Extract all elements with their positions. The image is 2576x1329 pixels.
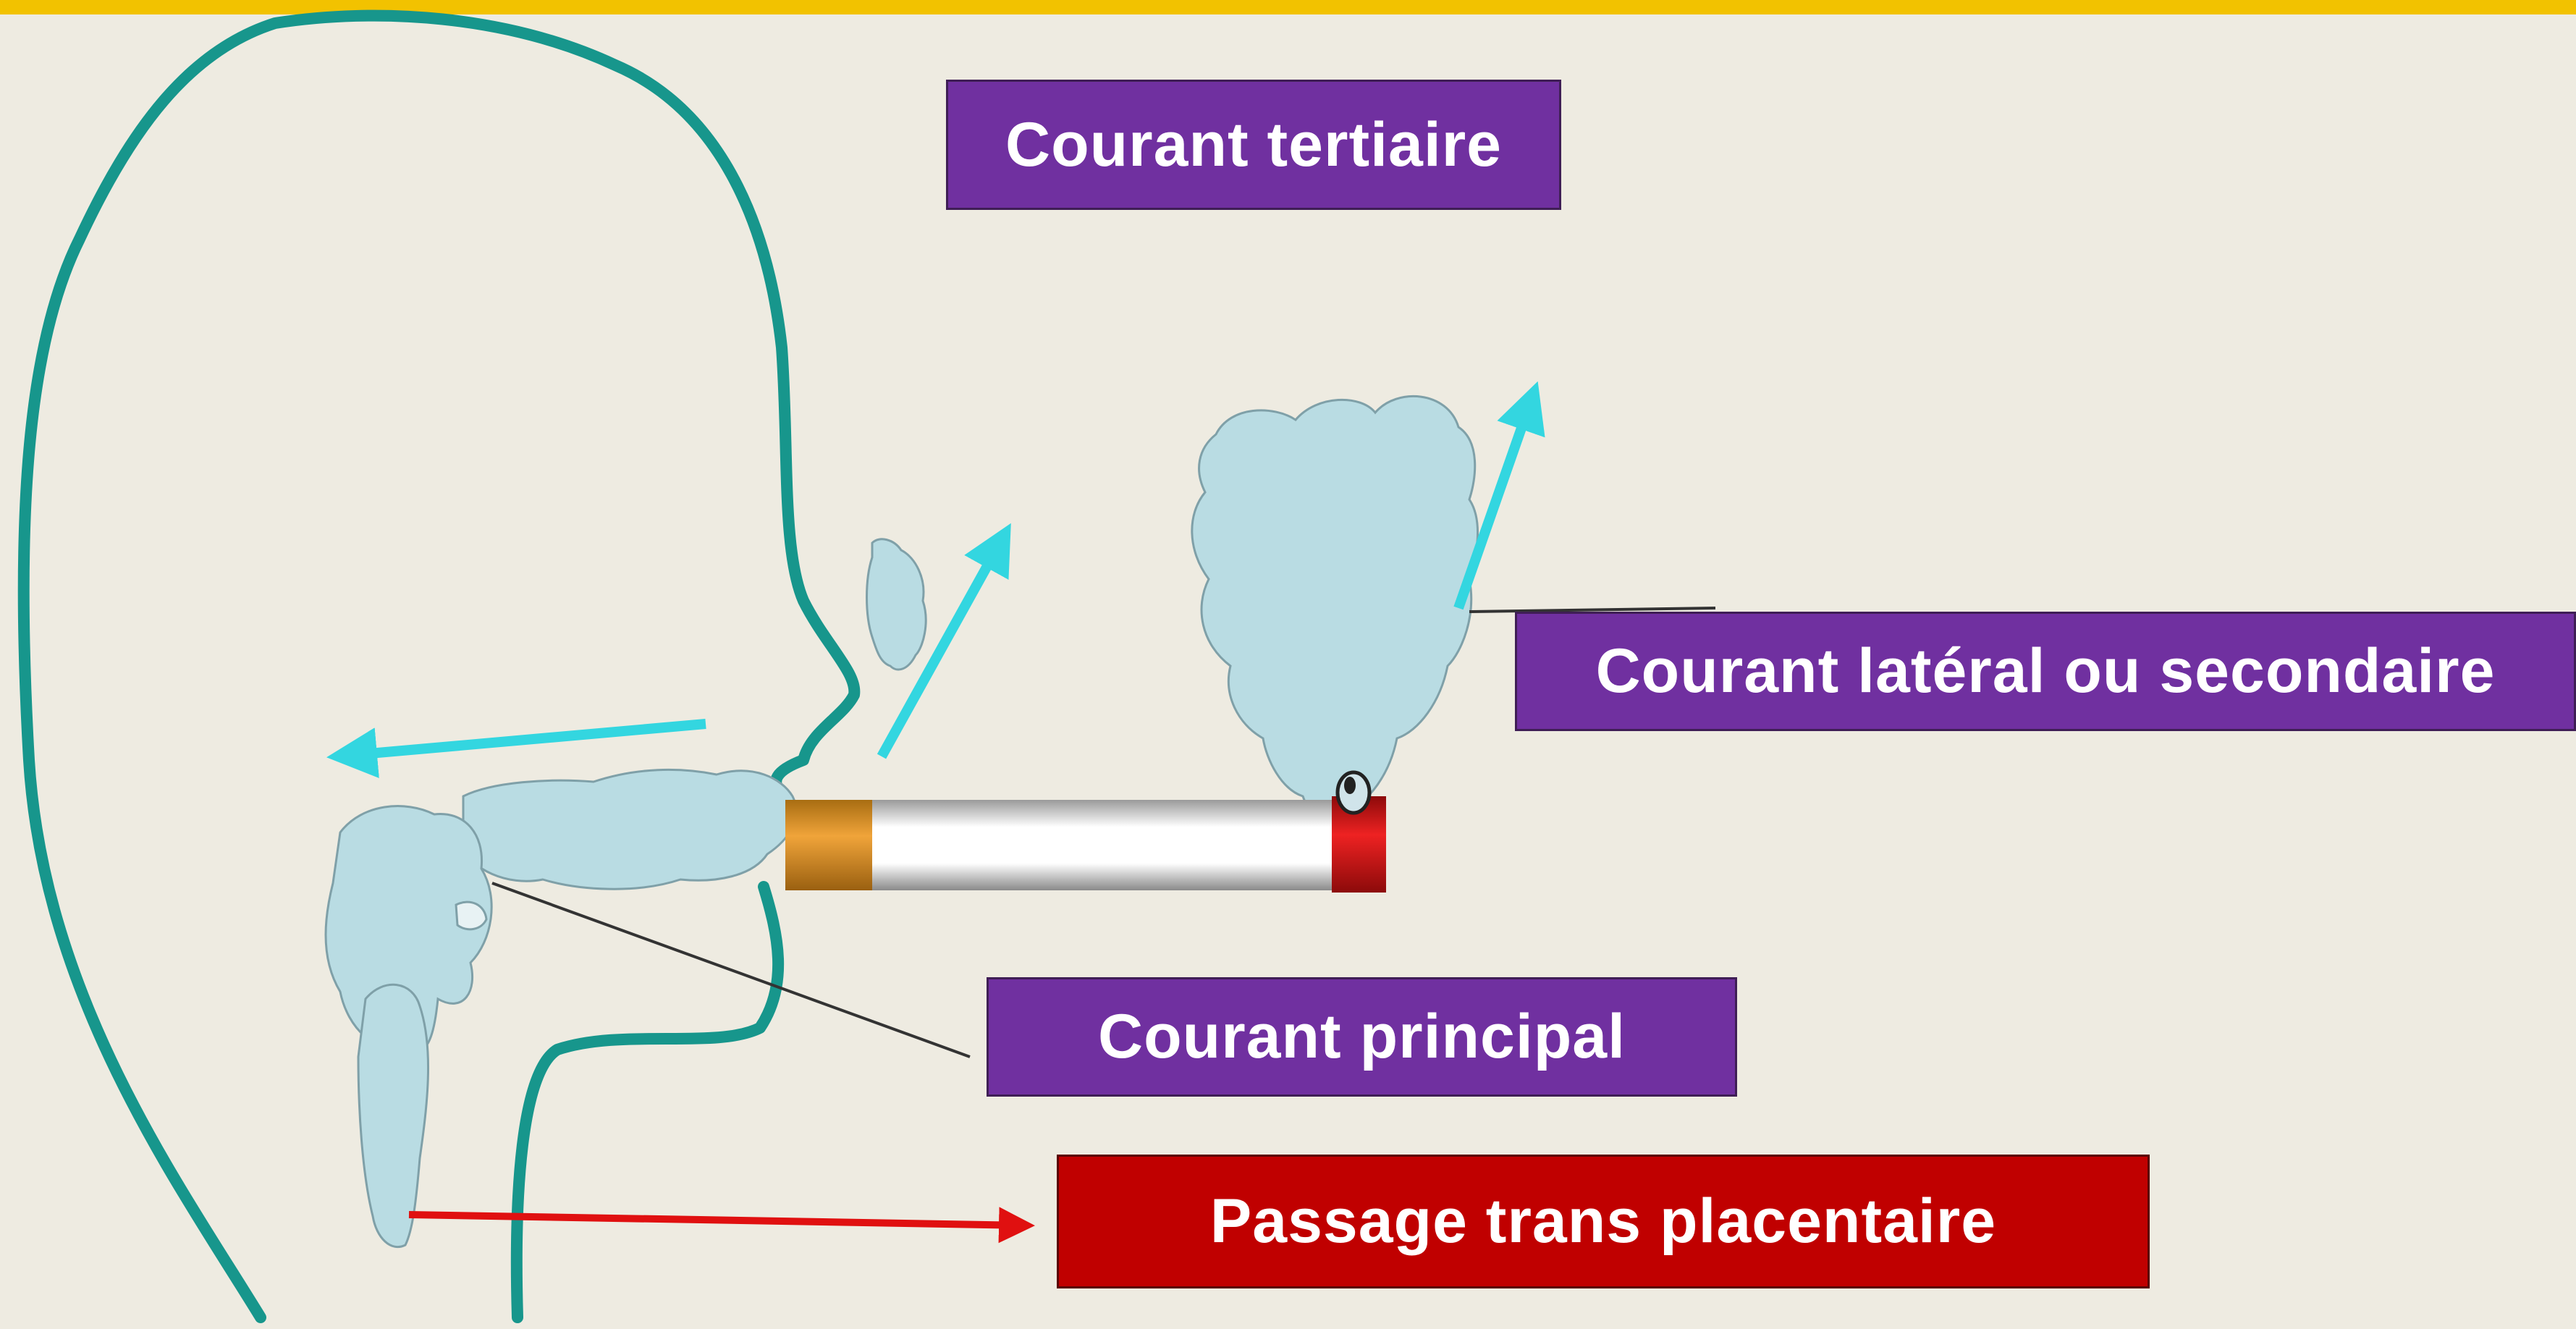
label-courant-principal: Courant principal: [987, 977, 1737, 1097]
inhaled-smoke: [326, 769, 796, 1246]
label-passage-trans-placentaire: Passage trans placentaire: [1057, 1155, 2150, 1288]
cigarette-filter: [785, 800, 872, 890]
exhaled-puff: [867, 539, 926, 670]
sidestream-cloud: [1192, 396, 1478, 818]
chin-neck-outline: [517, 887, 778, 1317]
head-outline: [24, 16, 855, 1317]
label-courant-lateral: Courant latéral ou secondaire: [1515, 612, 2576, 731]
label-courant-tertiaire: Courant tertiaire: [946, 80, 1561, 210]
cigarette-paper: [872, 800, 1335, 890]
inhale-arrow: [337, 724, 706, 756]
ember-smoke-ring: [1338, 772, 1369, 813]
placenta-arrow: [409, 1215, 1028, 1225]
